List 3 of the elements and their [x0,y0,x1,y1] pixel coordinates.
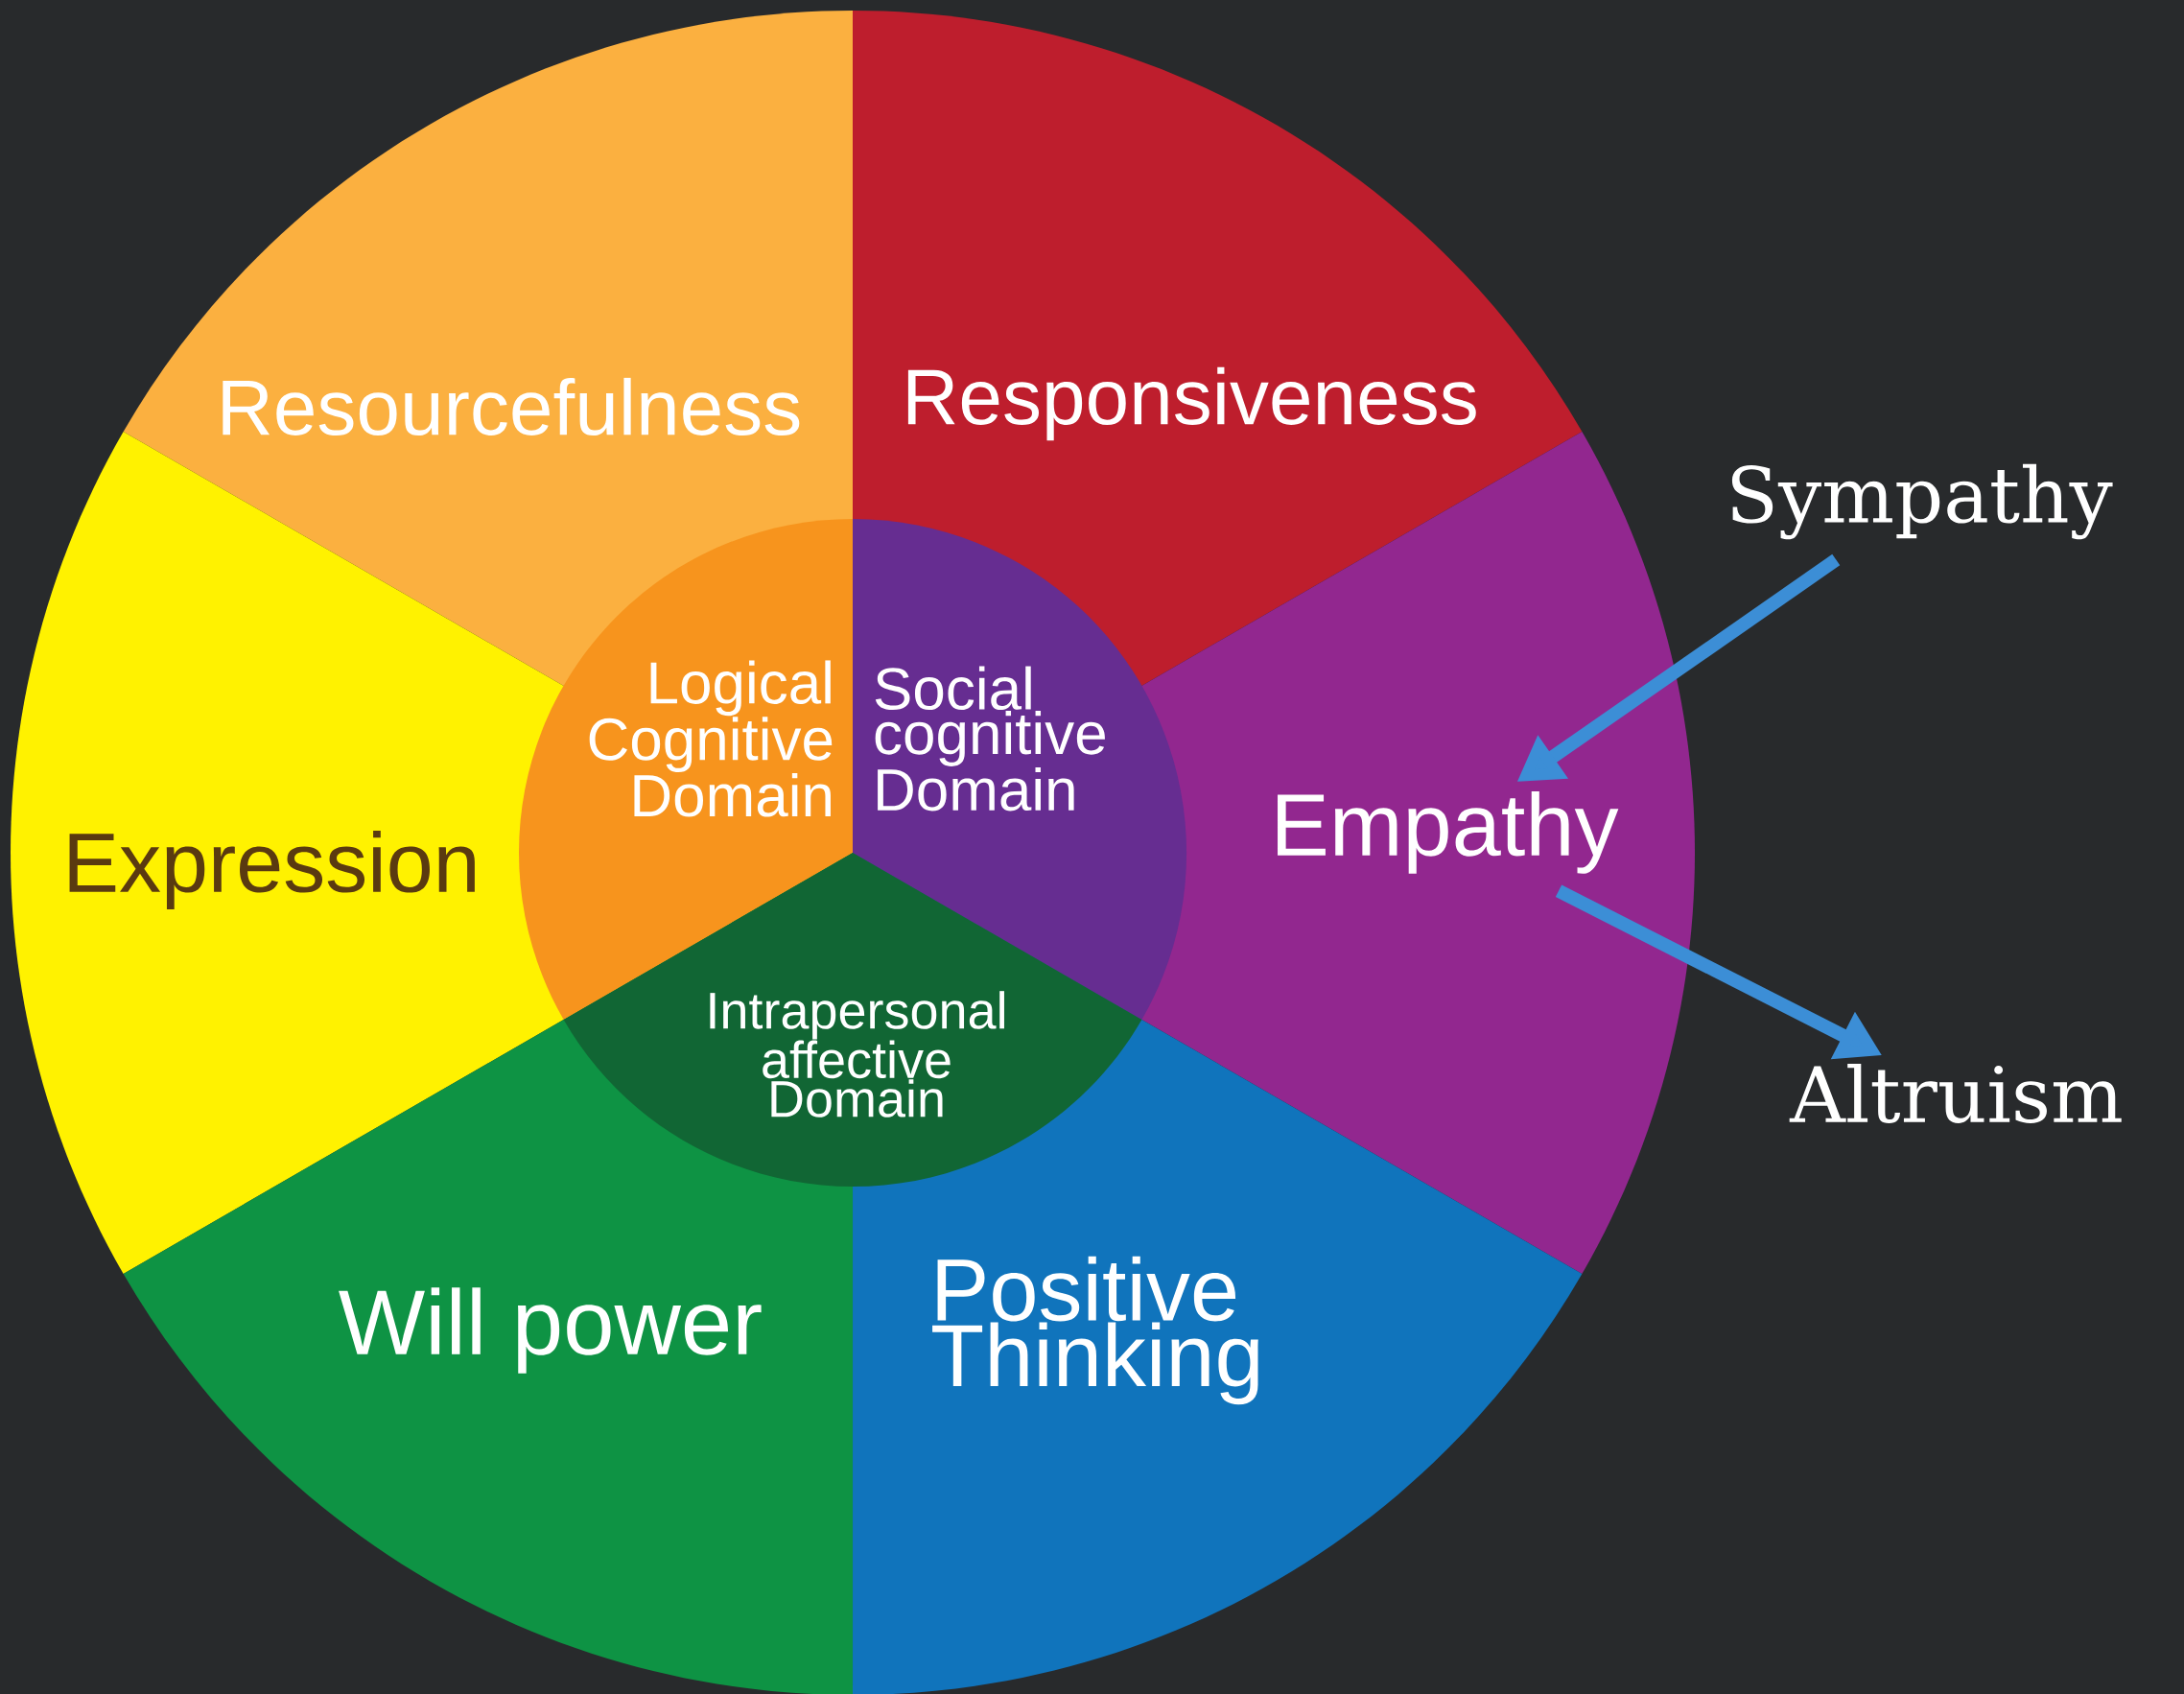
text-label: Sympathy [1731,463,2113,540]
domain-segment: Intrapersonal affective Domain [563,853,1142,1188]
text-label: Altruism [1789,1064,2122,1123]
